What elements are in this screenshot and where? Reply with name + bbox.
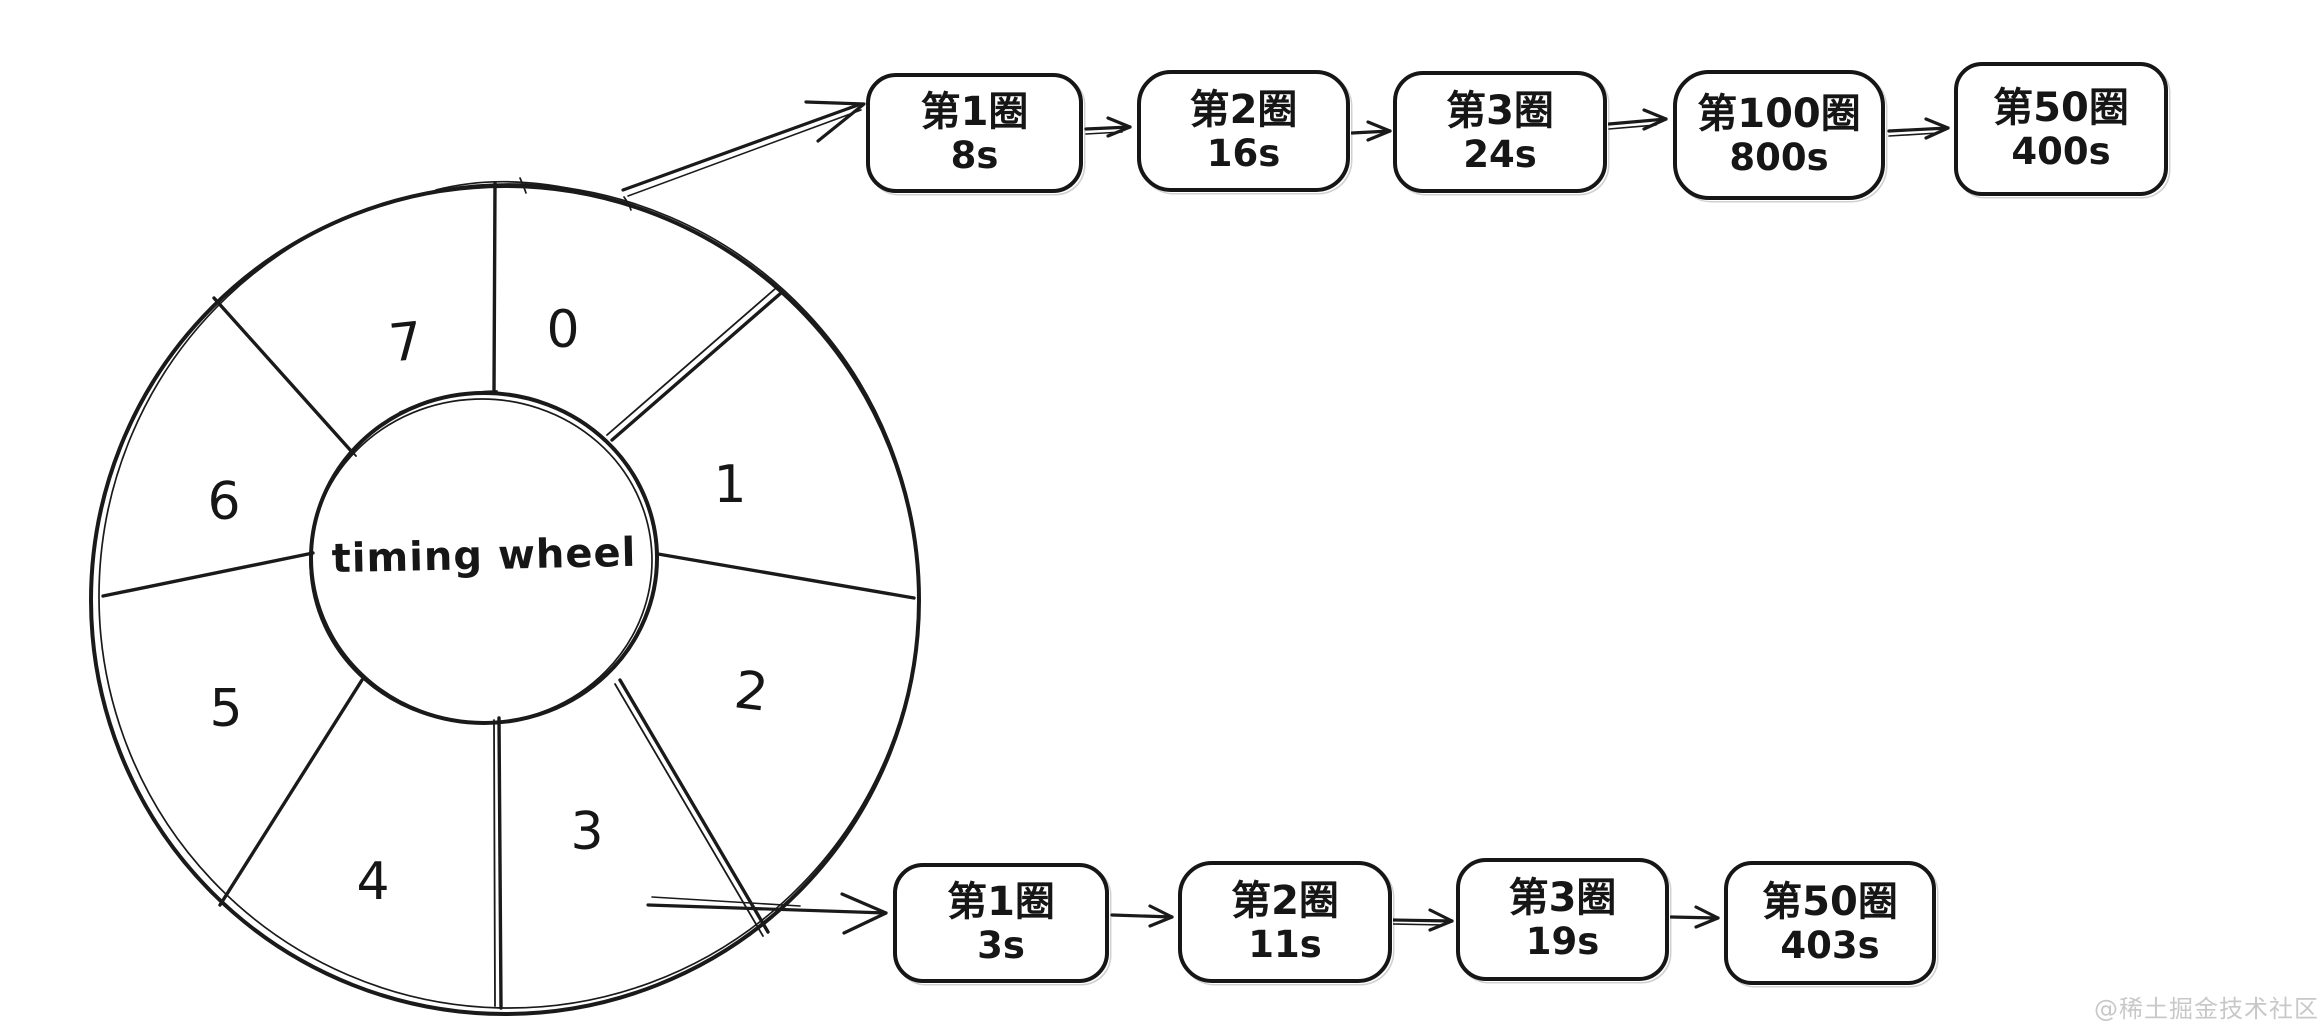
wheel-spoke bbox=[492, 181, 497, 394]
wheel-sketch-tick bbox=[519, 177, 527, 194]
bottom-chain-node-1: 第1圈 3s bbox=[893, 863, 1109, 983]
wheel-spoke bbox=[218, 678, 364, 907]
node-time-label: 403s bbox=[1780, 923, 1880, 967]
wheel-spoke-echo bbox=[217, 301, 357, 457]
wheel-outer-circle bbox=[89, 184, 921, 1016]
wheel-segment-label: 7 bbox=[386, 311, 425, 374]
wheel-segment-label: 3 bbox=[570, 802, 603, 862]
wheel-spoke bbox=[101, 551, 315, 598]
wheel-sketch-overdraw bbox=[399, 390, 498, 413]
arrow-bottom-2-3 bbox=[1391, 918, 1454, 923]
node-time-label: 8s bbox=[950, 133, 999, 177]
wheel-spoke bbox=[610, 291, 783, 442]
wheel-spoke-echo bbox=[606, 287, 777, 436]
wheel-segment-label: 2 bbox=[731, 660, 771, 724]
wheel-spoke bbox=[618, 678, 770, 934]
arrow-bottom-3-4-head bbox=[1694, 905, 1720, 929]
node-round-label: 第50圈 bbox=[1993, 84, 2129, 131]
wheel-spoke bbox=[497, 716, 503, 1010]
node-time-label: 3s bbox=[977, 923, 1025, 967]
arrow-top-1-2-head bbox=[1106, 116, 1132, 138]
wheel-sketch-overdraw bbox=[435, 180, 591, 194]
wheel-center-label: timing wheel bbox=[331, 529, 637, 583]
arrow-wheel-to-top-chain bbox=[621, 103, 860, 192]
node-round-label: 第2圈 bbox=[1231, 877, 1339, 924]
wheel-outer-circle-sketch-echo bbox=[98, 183, 920, 1009]
arrow-wheel-to-bottom-chain-echo bbox=[651, 896, 801, 907]
node-round-label: 第3圈 bbox=[1446, 87, 1554, 134]
top-chain-node-3: 第3圈 24s bbox=[1393, 71, 1607, 193]
wheel-segment-label: 0 bbox=[546, 300, 579, 360]
node-round-label: 第1圈 bbox=[920, 88, 1029, 135]
wheel-spoke bbox=[656, 552, 916, 600]
arrow-wheel-to-bottom-chain bbox=[646, 903, 888, 915]
wheel-spoke-echo bbox=[614, 683, 764, 937]
node-round-label: 第100圈 bbox=[1697, 90, 1861, 137]
node-time-label: 16s bbox=[1206, 131, 1281, 175]
node-time-label: 24s bbox=[1463, 132, 1537, 176]
top-chain-node-4: 第100圈 800s bbox=[1673, 70, 1885, 200]
arrow-bottom-1-2-head bbox=[1148, 904, 1174, 928]
arrow-top-3-4 bbox=[1607, 117, 1668, 126]
arrow-bottom-2-3-echo bbox=[1392, 923, 1444, 926]
node-round-label: 第2圈 bbox=[1189, 86, 1298, 133]
wheel-segment-label: 4 bbox=[356, 852, 389, 912]
node-time-label: 400s bbox=[2011, 129, 2111, 173]
watermark: @稀土掘金技术社区 bbox=[2094, 995, 2319, 1023]
bottom-chain-node-3: 第3圈 19s bbox=[1456, 858, 1669, 981]
arrow-top-3-4-head bbox=[1642, 108, 1668, 131]
node-round-label: 第1圈 bbox=[947, 878, 1055, 925]
top-chain-node-1: 第1圈 8s bbox=[866, 73, 1083, 193]
arrow-wheel-to-top-chain-echo bbox=[627, 109, 862, 197]
arrow-wheel-to-bottom-chain-head bbox=[840, 892, 888, 935]
node-time-label: 19s bbox=[1525, 920, 1600, 964]
top-chain-node-2: 第2圈 16s bbox=[1137, 70, 1350, 192]
arrow-top-1-2 bbox=[1084, 125, 1132, 131]
arrow-bottom-2-3-head bbox=[1428, 908, 1454, 932]
wheel-segment-label: 6 bbox=[207, 472, 240, 532]
arrow-top-2-3-head bbox=[1366, 120, 1392, 142]
node-time-label: 11s bbox=[1248, 922, 1322, 966]
wheel-sketch-tick bbox=[623, 196, 632, 211]
wheel-segment-label: 1 bbox=[713, 455, 746, 515]
arrow-wheel-to-top-chain-head bbox=[804, 100, 866, 143]
wheel-inner-circle-sketch-echo bbox=[309, 398, 653, 724]
bottom-chain-node-4: 第50圈 403s bbox=[1724, 861, 1936, 985]
node-round-label: 第50圈 bbox=[1762, 878, 1898, 925]
arrow-top-4-5-head bbox=[1924, 117, 1950, 140]
bottom-chain-node-2: 第2圈 11s bbox=[1178, 861, 1392, 983]
node-round-label: 第3圈 bbox=[1508, 875, 1617, 922]
node-time-label: 800s bbox=[1729, 135, 1829, 179]
wheel-spoke-echo bbox=[493, 719, 496, 1007]
top-chain-node-5: 第50圈 400s bbox=[1954, 62, 2168, 196]
arrow-bottom-1-2 bbox=[1110, 913, 1174, 919]
arrow-top-4-5 bbox=[1887, 126, 1950, 133]
arrow-bottom-3-4 bbox=[1669, 915, 1720, 920]
arrow-top-2-3 bbox=[1350, 129, 1392, 135]
wheel-segment-label: 5 bbox=[209, 679, 242, 739]
arrow-top-4-5-echo bbox=[1888, 132, 1939, 137]
